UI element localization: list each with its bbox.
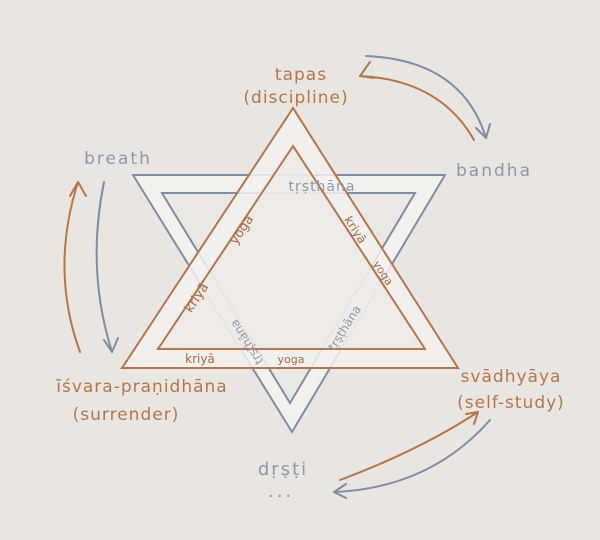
- upward-triangle: [120, 106, 460, 369]
- label-svadhyaya: svādhyāya: [461, 367, 562, 387]
- label-drsti: dṛṣṭi: [258, 459, 308, 480]
- label-bandha: bandha: [456, 161, 532, 181]
- label-isvara: īśvara-praṇidhāna: [55, 377, 227, 397]
- label-self-study: (self-study): [457, 393, 565, 413]
- label-breath: breath: [84, 149, 152, 169]
- arrow-svadhyaya-drsti: [333, 411, 491, 499]
- band-bottom-kriya: kriyā: [185, 352, 215, 366]
- arrow-breath-isvara: [63, 181, 119, 353]
- outer-labels: tapas (discipline) breath bandha īśvara-…: [55, 65, 565, 502]
- band-top-label: tṛṣthāna: [289, 179, 356, 195]
- label-surrender: (surrender): [73, 405, 180, 425]
- arrow-tapas-bandha: [359, 55, 491, 141]
- band-bottom-yoga: yoga: [278, 353, 305, 366]
- label-discipline: (discipline): [243, 88, 348, 108]
- upward-triangle-inner: [156, 144, 427, 350]
- label-ellipsis: ...: [268, 481, 294, 502]
- label-tapas: tapas: [275, 65, 327, 85]
- arrows: [63, 55, 491, 499]
